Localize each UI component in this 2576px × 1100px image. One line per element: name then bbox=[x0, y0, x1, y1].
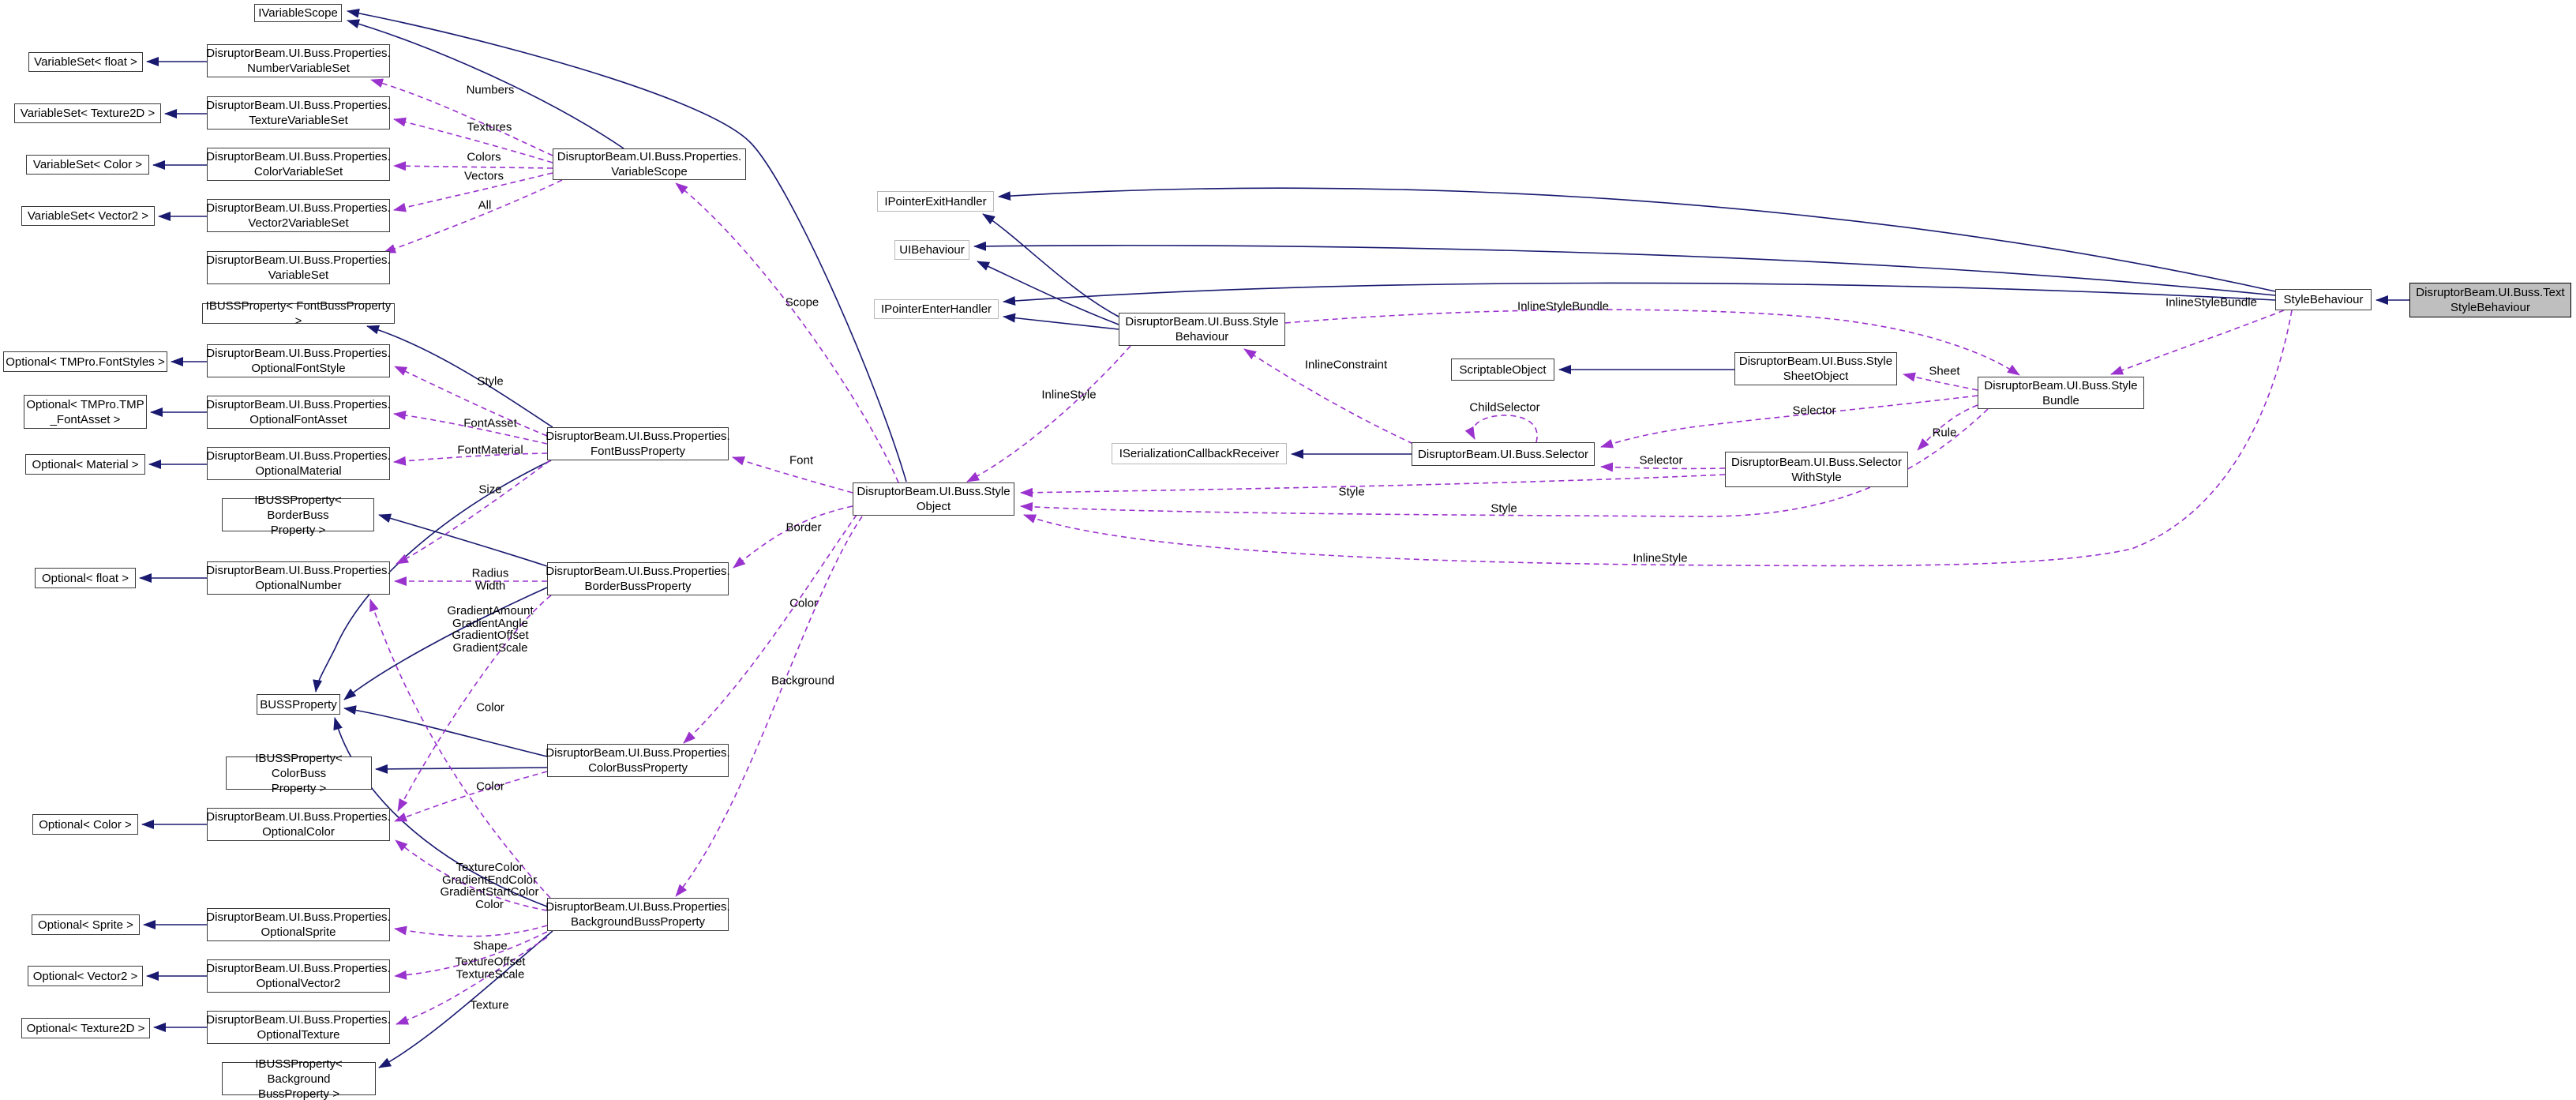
edge-color-buss-property-to-ibuss-color bbox=[375, 764, 548, 774]
edge-border-buss-property-to-buss-property bbox=[343, 587, 548, 700]
edge-color-buss-property-to-optional-color bbox=[394, 771, 548, 822]
node-varset-float[interactable]: VariableSet< float > bbox=[28, 52, 143, 72]
node-ui-behaviour[interactable]: UIBehaviour bbox=[894, 240, 969, 260]
node-ipointer-exit-handler[interactable]: IPointerExitHandler bbox=[877, 191, 994, 212]
node-opt-material[interactable]: Optional< Material > bbox=[25, 454, 145, 475]
edge-border-buss-property-to-ibuss-border bbox=[378, 513, 548, 567]
edge-style-object-to-ivariablescope bbox=[347, 8, 907, 482]
node-iserialization-callback-receiver[interactable]: ISerializationCallbackReceiver bbox=[1112, 443, 1287, 464]
edge-background-buss-property-to-optional-texture bbox=[396, 937, 548, 1025]
node-opt-sprite[interactable]: Optional< Sprite > bbox=[32, 914, 140, 935]
edge-background-buss-property-to-optional-number bbox=[369, 599, 551, 899]
node-optional-material[interactable]: DisruptorBeam.UI.Buss.Properties. Option… bbox=[206, 447, 391, 480]
node-varset-vector2[interactable]: VariableSet< Vector2 > bbox=[21, 206, 155, 226]
node-ibuss-border[interactable]: IBUSSProperty< BorderBuss Property > bbox=[222, 494, 374, 537]
edge-style-object-to-variable-scope bbox=[675, 182, 899, 483]
edge-style-behaviour-to-style-bundle bbox=[2110, 310, 2285, 375]
edge-selector-to-style-behaviour-ns bbox=[1243, 348, 1414, 445]
node-ivariablescope[interactable]: IVariableScope bbox=[254, 4, 342, 22]
edge-style-object-to-background-buss-property bbox=[675, 516, 863, 897]
edge-style-behaviour-to-ipointer-exit-handler bbox=[998, 187, 2276, 292]
node-vector2-variable-set[interactable]: DisruptorBeam.UI.Buss.Properties. Vector… bbox=[206, 199, 391, 232]
edge-style-object-to-font-buss-property bbox=[732, 456, 853, 494]
node-opt-vector2[interactable]: Optional< Vector2 > bbox=[28, 966, 143, 986]
edge-style-behaviour-to-ui-behaviour bbox=[973, 241, 2276, 296]
edge-background-buss-property-to-buss-property bbox=[333, 717, 548, 907]
edge-style-behaviour-to-style-object bbox=[1023, 310, 2293, 567]
node-color-buss-property[interactable]: DisruptorBeam.UI.Buss.Properties. ColorB… bbox=[546, 744, 730, 777]
node-ipointer-enter-handler[interactable]: IPointerEnterHandler bbox=[874, 299, 999, 319]
node-color-variable-set[interactable]: DisruptorBeam.UI.Buss.Properties. ColorV… bbox=[206, 148, 391, 181]
node-scriptable-object[interactable]: ScriptableObject bbox=[1451, 359, 1554, 381]
node-opt-float[interactable]: Optional< float > bbox=[35, 568, 136, 588]
edge-variable-scope-to-ivariablescope bbox=[347, 19, 624, 149]
edge-style-bundle-to-selector bbox=[1600, 395, 1978, 449]
node-selector[interactable]: DisruptorBeam.UI.Buss.Selector bbox=[1412, 442, 1595, 466]
node-optional-font-asset[interactable]: DisruptorBeam.UI.Buss.Properties. Option… bbox=[206, 396, 391, 429]
node-optional-number[interactable]: DisruptorBeam.UI.Buss.Properties. Option… bbox=[206, 561, 391, 595]
edge-background-buss-property-to-optional-color bbox=[395, 839, 548, 911]
node-style-behaviour[interactable]: StyleBehaviour bbox=[2275, 289, 2372, 310]
node-opt-tmp-fontasset[interactable]: Optional< TMPro.TMP _FontAsset > bbox=[24, 395, 147, 429]
edge-background-buss-property-to-optional-vector2 bbox=[394, 931, 548, 980]
edge-font-buss-property-to-ibuss-font bbox=[366, 325, 553, 428]
node-style-bundle[interactable]: DisruptorBeam.UI.Buss.Style Bundle bbox=[1978, 377, 2144, 409]
node-background-buss-property[interactable]: DisruptorBeam.UI.Buss.Properties. Backgr… bbox=[546, 898, 730, 931]
edge-style-object-to-color-buss-property bbox=[683, 514, 857, 744]
node-ibuss-font[interactable]: IBUSSProperty< FontBussProperty > bbox=[202, 299, 395, 328]
edge-style-bundle-to-selector-with-style bbox=[1917, 404, 1978, 451]
edge-variable-scope-to-color-variable-set bbox=[393, 161, 553, 171]
node-variable-set[interactable]: DisruptorBeam.UI.Buss.Properties. Variab… bbox=[206, 251, 391, 284]
edge-background-buss-property-to-ibuss-background bbox=[378, 930, 553, 1068]
edge-border-buss-property-to-optional-color bbox=[397, 595, 552, 812]
edge-style-behaviour-ns-to-style-object bbox=[966, 345, 1131, 482]
edge-color-buss-property-to-buss-property bbox=[343, 705, 548, 757]
node-selector-with-style[interactable]: DisruptorBeam.UI.Buss.Selector WithStyle bbox=[1725, 452, 1908, 487]
edge-style-behaviour-ns-to-ui-behaviour bbox=[977, 261, 1119, 325]
node-optional-color[interactable]: DisruptorBeam.UI.Buss.Properties. Option… bbox=[206, 808, 391, 841]
edge-selector-with-style-to-style-object bbox=[1020, 474, 1726, 497]
node-varset-texture2d[interactable]: VariableSet< Texture2D > bbox=[14, 103, 161, 123]
node-optional-vector2[interactable]: DisruptorBeam.UI.Buss.Properties. Option… bbox=[206, 959, 391, 993]
edge-font-buss-property-to-buss-property bbox=[313, 460, 552, 693]
edge-style-object-to-border-buss-property bbox=[733, 505, 853, 569]
node-optional-texture[interactable]: DisruptorBeam.UI.Buss.Properties. Option… bbox=[206, 1011, 391, 1044]
node-style-behaviour-ns[interactable]: DisruptorBeam.UI.Buss.Style Behaviour bbox=[1119, 313, 1285, 346]
node-variable-scope[interactable]: DisruptorBeam.UI.Buss.Properties. Variab… bbox=[553, 148, 746, 180]
edge-variable-scope-to-variable-set bbox=[383, 179, 563, 253]
edge-style-bundle-to-style-sheet-object bbox=[1903, 372, 1978, 391]
node-optional-font-style[interactable]: DisruptorBeam.UI.Buss.Properties. Option… bbox=[206, 344, 391, 377]
node-border-buss-property[interactable]: DisruptorBeam.UI.Buss.Properties. Border… bbox=[546, 562, 730, 595]
edge-style-behaviour-to-ipointer-enter-handler bbox=[1003, 282, 2276, 306]
node-number-variable-set[interactable]: DisruptorBeam.UI.Buss.Properties. Number… bbox=[206, 44, 391, 77]
node-texture-variable-set[interactable]: DisruptorBeam.UI.Buss.Properties. Textur… bbox=[206, 96, 391, 130]
node-optional-sprite[interactable]: DisruptorBeam.UI.Buss.Properties. Option… bbox=[206, 908, 391, 941]
edge-variable-scope-to-texture-variable-set bbox=[393, 117, 553, 163]
edge-background-buss-property-to-optional-sprite bbox=[394, 925, 548, 937]
node-font-buss-property[interactable]: DisruptorBeam.UI.Buss.Properties. FontBu… bbox=[546, 427, 730, 460]
node-opt-fontstyles[interactable]: Optional< TMPro.FontStyles > bbox=[3, 351, 167, 372]
node-style-sheet-object[interactable]: DisruptorBeam.UI.Buss.Style SheetObject bbox=[1734, 352, 1897, 385]
edge-variable-scope-to-number-variable-set bbox=[370, 78, 553, 156]
edge-selector-to-selector bbox=[1464, 415, 1538, 443]
edge-variable-scope-to-vector2-variable-set bbox=[393, 172, 553, 212]
node-style-object[interactable]: DisruptorBeam.UI.Buss.Style Object bbox=[853, 482, 1014, 516]
edge-font-buss-property-to-optional-number bbox=[396, 460, 551, 565]
node-varset-color[interactable]: VariableSet< Color > bbox=[26, 155, 149, 175]
edge-style-behaviour-ns-to-style-bundle bbox=[1284, 309, 2020, 376]
node-text-style-behaviour[interactable]: DisruptorBeam.UI.Buss.Text StyleBehaviou… bbox=[2409, 283, 2571, 317]
node-ibuss-color[interactable]: IBUSSProperty< ColorBuss Property > bbox=[226, 752, 372, 795]
node-opt-texture2d[interactable]: Optional< Texture2D > bbox=[21, 1018, 150, 1038]
edge-selector-with-style-to-selector bbox=[1600, 462, 1726, 472]
node-buss-property[interactable]: BUSSProperty bbox=[257, 694, 340, 715]
edge-style-behaviour-ns-to-ipointer-exit-handler bbox=[982, 213, 1119, 317]
edge-font-buss-property-to-optional-material bbox=[393, 452, 548, 466]
edge-style-behaviour-ns-to-ipointer-enter-handler bbox=[1003, 313, 1119, 330]
node-opt-color[interactable]: Optional< Color > bbox=[32, 814, 138, 835]
edge-font-buss-property-to-optional-font-asset bbox=[393, 411, 548, 445]
edge-font-buss-property-to-optional-font-style bbox=[394, 366, 548, 437]
node-ibuss-background[interactable]: IBUSSProperty< Background BussProperty > bbox=[222, 1057, 376, 1100]
